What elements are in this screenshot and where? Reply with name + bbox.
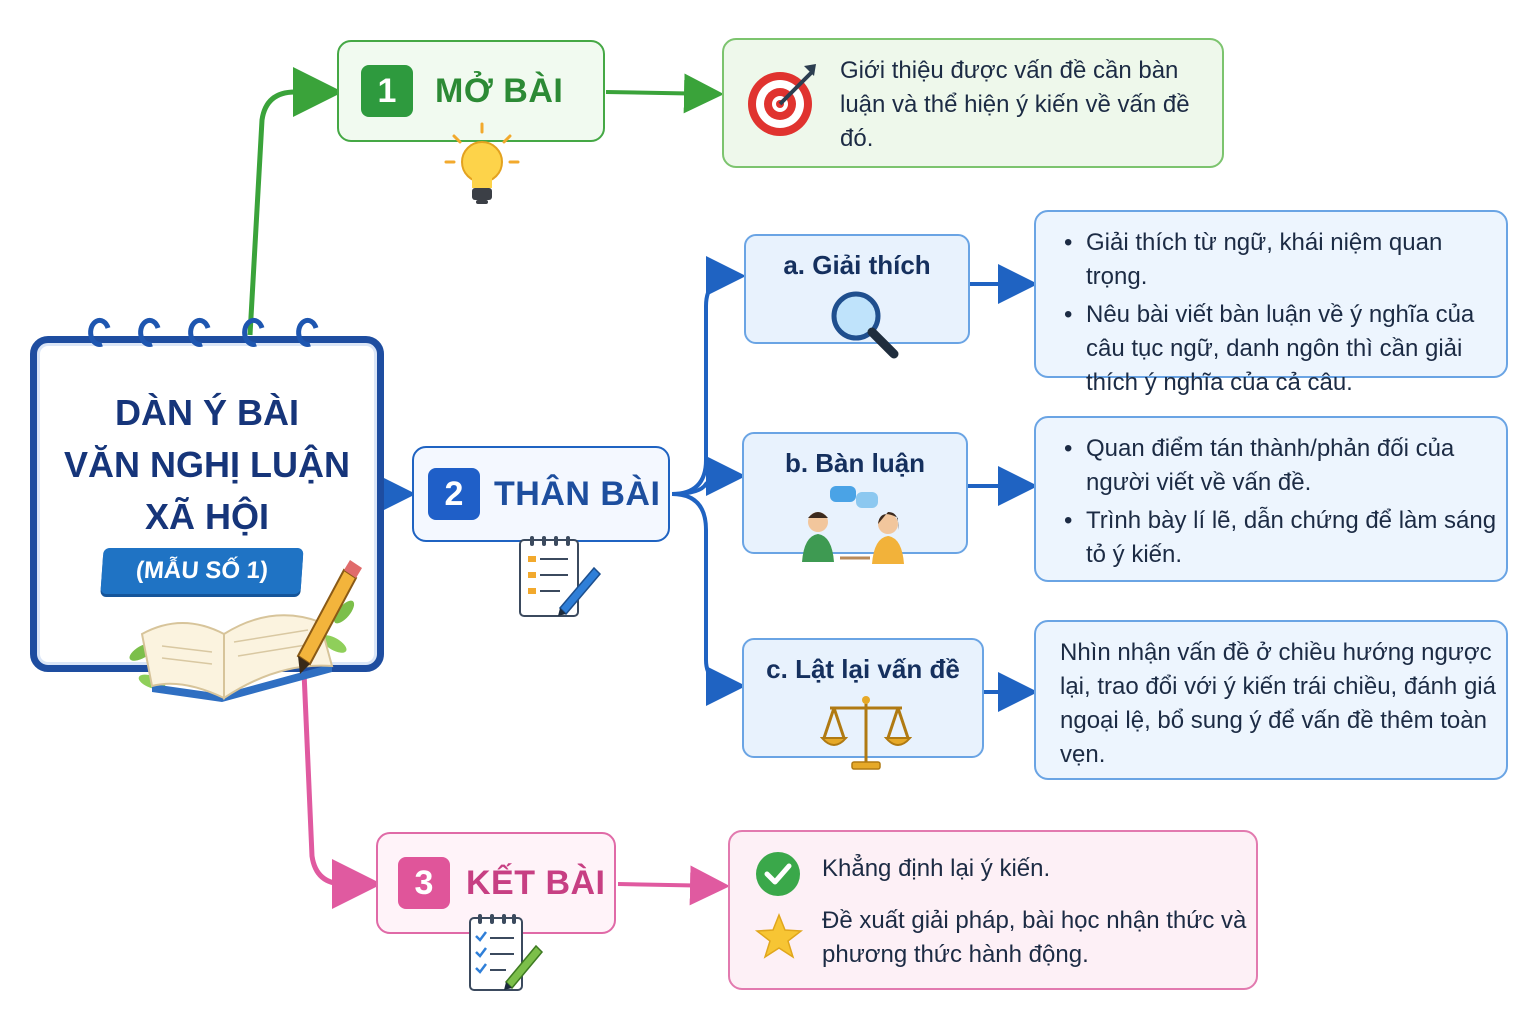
sub-giai-thich: a. Giải thích	[744, 234, 970, 359]
ket-bai-item-1: Khẳng định lại ý kiến.	[822, 855, 1051, 882]
section-mo-bai: 1 MỞ BÀI	[337, 40, 605, 142]
giai-thich-bullet-1: Giải thích từ ngữ, khái niệm quan trọng.	[1062, 226, 1502, 294]
sub-label-lat-lai-van-de: c. Lật lại vấn đề	[766, 654, 960, 684]
arrow-than-bai-a	[671, 256, 746, 496]
ban-luan-bullet-1: Quan điểm tán thành/phản đối của người v…	[1062, 432, 1502, 500]
arrow-than-bai-b	[671, 456, 746, 497]
arrow-to-mo-bai	[247, 67, 343, 336]
lightbulb-icon	[444, 122, 520, 204]
section-label-than-bai: THÂN BÀI	[494, 474, 661, 513]
content-ban-luan: Quan điểm tán thành/phản đối của người v…	[1034, 416, 1508, 582]
section-ket-bai: 3 KẾT BÀI	[376, 832, 616, 934]
section-number-2: 2	[428, 468, 480, 520]
sub-label-ban-luan: b. Bàn luận	[784, 448, 926, 478]
content-giai-thich: Giải thích từ ngữ, khái niệm quan trọng.…	[1034, 210, 1508, 396]
center-title-line-2: VĂN NGHỊ LUẬN	[64, 444, 350, 485]
ket-bai-item-2: Đề xuất giải pháp, bài học nhận thức và …	[822, 907, 1247, 968]
discussion-icon	[802, 486, 904, 564]
checklist-icon	[469, 914, 544, 991]
sub-ban-luan: b. Bàn luận	[742, 432, 968, 564]
arrow-mo-bai-content	[605, 73, 724, 114]
arrow-than-bai-c	[671, 492, 746, 706]
sub-lat-lai-van-de: c. Lật lại vấn đề	[742, 638, 984, 770]
content-lat-lai-van-de: Nhìn nhận vấn đề ở chiều hướng ngược lại…	[1034, 620, 1508, 780]
content-ket-bai: Khẳng định lại ý kiến. Đề xuất giải pháp…	[728, 830, 1258, 990]
arrow-ket-bai-content	[617, 865, 730, 906]
content-mo-bai-text: Giới thiệu được vấn đề cần bàn luận và t…	[840, 57, 1190, 152]
section-number-3: 3	[398, 857, 450, 909]
open-book-pencil-icon	[129, 560, 362, 702]
content-mo-bai: Giới thiệu được vấn đề cần bàn luận và t…	[722, 38, 1224, 168]
scales-icon	[820, 696, 912, 770]
center-title-line-1: DÀN Ý BÀI	[114, 392, 299, 433]
magnifier-icon	[831, 291, 899, 359]
giai-thich-bullet-2: Nêu bài viết bàn luận về ý nghĩa của câu…	[1062, 298, 1502, 400]
sub-label-giai-thich: a. Giải thích	[783, 250, 931, 280]
arrow-to-ket-bai	[301, 671, 382, 909]
section-number-1: 1	[361, 65, 413, 117]
checklist-icon	[519, 536, 602, 617]
star-icon	[754, 912, 804, 959]
lat-lai-van-de-text: Nhìn nhận vấn đề ở chiều hướng ngược lại…	[1060, 639, 1496, 768]
center-title-line-3: XÃ HỘI	[144, 496, 269, 537]
section-label-mo-bai: MỞ BÀI	[435, 71, 564, 110]
section-label-ket-bai: KẾT BÀI	[466, 863, 606, 902]
check-circle-icon	[756, 852, 800, 896]
section-than-bai: 2 THÂN BÀI	[412, 446, 670, 542]
ban-luan-bullet-2: Trình bày lí lẽ, dẫn chứng để làm sáng t…	[1062, 504, 1502, 572]
target-icon	[748, 64, 816, 136]
